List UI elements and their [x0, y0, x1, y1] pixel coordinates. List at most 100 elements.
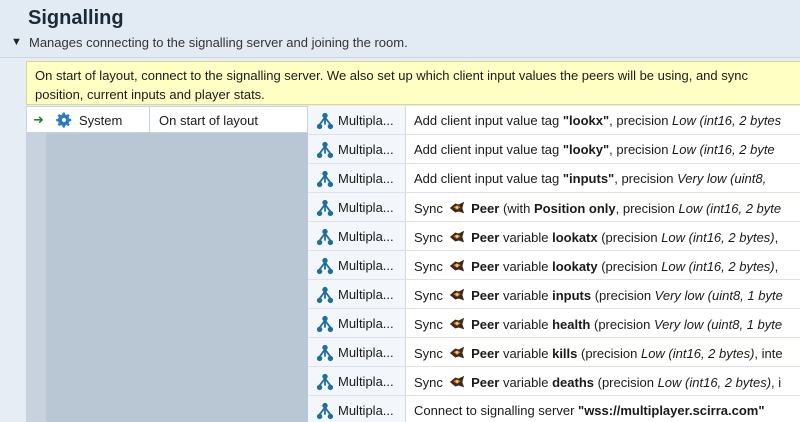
condition-text: On start of layout — [159, 113, 258, 128]
event-group-header[interactable]: Signalling ▼ Manages connecting to the s… — [0, 0, 800, 58]
action-row[interactable]: Multipla... Sync Peer variable lookaty (p… — [308, 251, 800, 280]
multiplayer-icon — [316, 373, 334, 391]
action-param-italic: Very low (uint8, — [677, 171, 767, 186]
action-text-fragment: (precision — [577, 346, 641, 361]
action-param-bold: "wss://multiplayer.scirra.com" — [578, 403, 765, 418]
action-object-label: Multipla... — [338, 142, 394, 157]
action-param-bold: Peer — [471, 259, 500, 274]
action-object-label: Multipla... — [338, 374, 394, 389]
action-object-cell[interactable]: Multipla... — [308, 280, 406, 308]
action-row[interactable]: Multipla... Sync Peer (with Position only… — [308, 193, 800, 222]
action-text-fragment: (precision — [594, 375, 658, 390]
action-row[interactable]: Multipla... Add client input value tag "i… — [308, 164, 800, 193]
action-row[interactable]: Multipla... Sync Peer variable lookatx (p… — [308, 222, 800, 251]
action-text-fragment: variable — [499, 346, 553, 361]
action-text: Add client input value tag "lookx", prec… — [414, 113, 781, 128]
action-param-bold: Peer — [471, 375, 500, 390]
action-row[interactable]: Multipla... Add client input value tag "l… — [308, 106, 800, 135]
action-param-italic: Low (int16, 2 bytes) — [657, 375, 772, 390]
action-row[interactable]: Multipla... Sync Peer variable kills (pre… — [308, 338, 800, 367]
action-object-label: Multipla... — [338, 316, 394, 331]
action-object-cell[interactable]: Multipla... — [308, 338, 406, 366]
action-row[interactable]: Multipla...Connect to signalling server … — [308, 396, 800, 422]
multiplayer-icon — [316, 315, 334, 333]
action-param-bold: health — [552, 317, 591, 332]
action-param-bold: Peer — [471, 288, 500, 303]
action-text-fragment: Sync — [414, 317, 447, 332]
action-param-bold: "looky" — [562, 142, 610, 157]
peer-sprite-icon — [449, 288, 464, 301]
action-row[interactable]: Multipla... Add client input value tag "l… — [308, 135, 800, 164]
action-text: Add client input value tag "inputs", pre… — [414, 171, 766, 186]
comment-line: On start of layout, connect to the signa… — [35, 68, 748, 83]
action-text-fragment: Sync — [414, 259, 447, 274]
action-param-bold: lookatx — [552, 230, 598, 245]
multiplayer-icon — [316, 402, 334, 420]
event-conditions-area[interactable] — [46, 106, 308, 422]
action-text-fragment: Add client input value tag — [414, 171, 563, 186]
action-param-bold: Peer — [471, 230, 500, 245]
action-object-label: Multipla... — [338, 258, 394, 273]
multiplayer-icon — [316, 228, 334, 246]
action-text-fragment: Sync — [414, 288, 447, 303]
condition-object-label: System — [79, 113, 123, 128]
action-text-fragment: , inte — [754, 346, 783, 361]
action-object-cell[interactable]: Multipla... — [308, 135, 406, 163]
action-object-cell[interactable]: Multipla... — [308, 309, 406, 337]
action-text-fragment: Add client input value tag — [414, 113, 563, 128]
action-text-fragment: Sync — [414, 201, 447, 216]
action-object-cell[interactable]: Multipla... — [308, 193, 406, 221]
action-param-italic: Low (int16, 2 byte — [678, 201, 782, 216]
action-param-italic: Low (int16, 2 bytes) — [661, 259, 775, 274]
condition-row[interactable]: ➜ System On start of layout — [26, 106, 308, 133]
action-text-fragment: (precision — [597, 259, 662, 274]
gear-icon — [56, 112, 72, 128]
multiplayer-icon — [316, 344, 334, 362]
action-object-cell[interactable]: Multipla... — [308, 367, 406, 395]
peer-sprite-icon — [449, 346, 464, 359]
action-object-label: Multipla... — [338, 287, 394, 302]
peer-sprite-icon — [449, 317, 464, 330]
multiplayer-icon — [316, 257, 334, 275]
action-text: Sync Peer variable kills (precision Low … — [414, 345, 783, 361]
collapse-triangle-icon[interactable]: ▼ — [11, 36, 22, 48]
action-object-cell[interactable]: Multipla... — [308, 251, 406, 279]
action-text-fragment: variable — [499, 288, 553, 303]
action-text: Sync Peer variable inputs (precision Ver… — [414, 287, 783, 303]
action-object-cell[interactable]: Multipla... — [308, 164, 406, 192]
action-text: Sync Peer (with Position only, precision… — [414, 200, 781, 216]
divider — [149, 107, 150, 132]
action-text-fragment: Sync — [414, 346, 447, 361]
action-text-fragment: Sync — [414, 230, 447, 245]
peer-sprite-icon — [449, 201, 464, 214]
action-param-bold: "inputs" — [562, 171, 615, 186]
action-param-bold: Peer — [471, 201, 500, 216]
multiplayer-icon — [316, 141, 334, 159]
action-object-cell[interactable]: Multipla... — [308, 222, 406, 250]
action-text-fragment: variable — [499, 230, 553, 245]
action-text: Sync Peer variable lookatx (precision Lo… — [414, 229, 778, 245]
action-object-label: Multipla... — [338, 345, 394, 360]
action-param-bold: Position only — [534, 201, 616, 216]
action-text: Add client input value tag "looky", prec… — [414, 142, 775, 157]
action-row[interactable]: Multipla... Sync Peer variable inputs (pr… — [308, 280, 800, 309]
action-param-bold: "lookx" — [562, 113, 610, 128]
action-text: Sync Peer variable health (precision Ver… — [414, 316, 782, 332]
event-comment[interactable]: On start of layout, connect to the signa… — [26, 61, 800, 105]
multiplayer-icon — [316, 286, 334, 304]
action-object-cell[interactable]: Multipla... — [308, 396, 406, 422]
group-title: Signalling — [28, 7, 124, 29]
action-object-label: Multipla... — [338, 113, 394, 128]
action-text-fragment: (precision — [590, 317, 654, 332]
action-object-cell[interactable]: Multipla... — [308, 106, 406, 134]
action-row[interactable]: Multipla...Sync Peer variable deaths (pr… — [308, 367, 800, 396]
action-text-fragment: variable — [499, 259, 553, 274]
action-param-italic: Low (int16, 2 bytes) — [661, 230, 775, 245]
trigger-arrow-icon: ➜ — [33, 112, 44, 127]
action-text-fragment: variable — [499, 317, 553, 332]
action-row[interactable]: Multipla... Sync Peer variable health (pr… — [308, 309, 800, 338]
event-block[interactable]: ➜ System On start of layout Multipla... A… — [26, 106, 800, 422]
action-text: Sync Peer variable lookaty (precision Lo… — [414, 258, 778, 274]
action-object-label: Multipla... — [338, 229, 394, 244]
action-param-italic: Very low (uint8, 1 byte — [654, 288, 783, 303]
